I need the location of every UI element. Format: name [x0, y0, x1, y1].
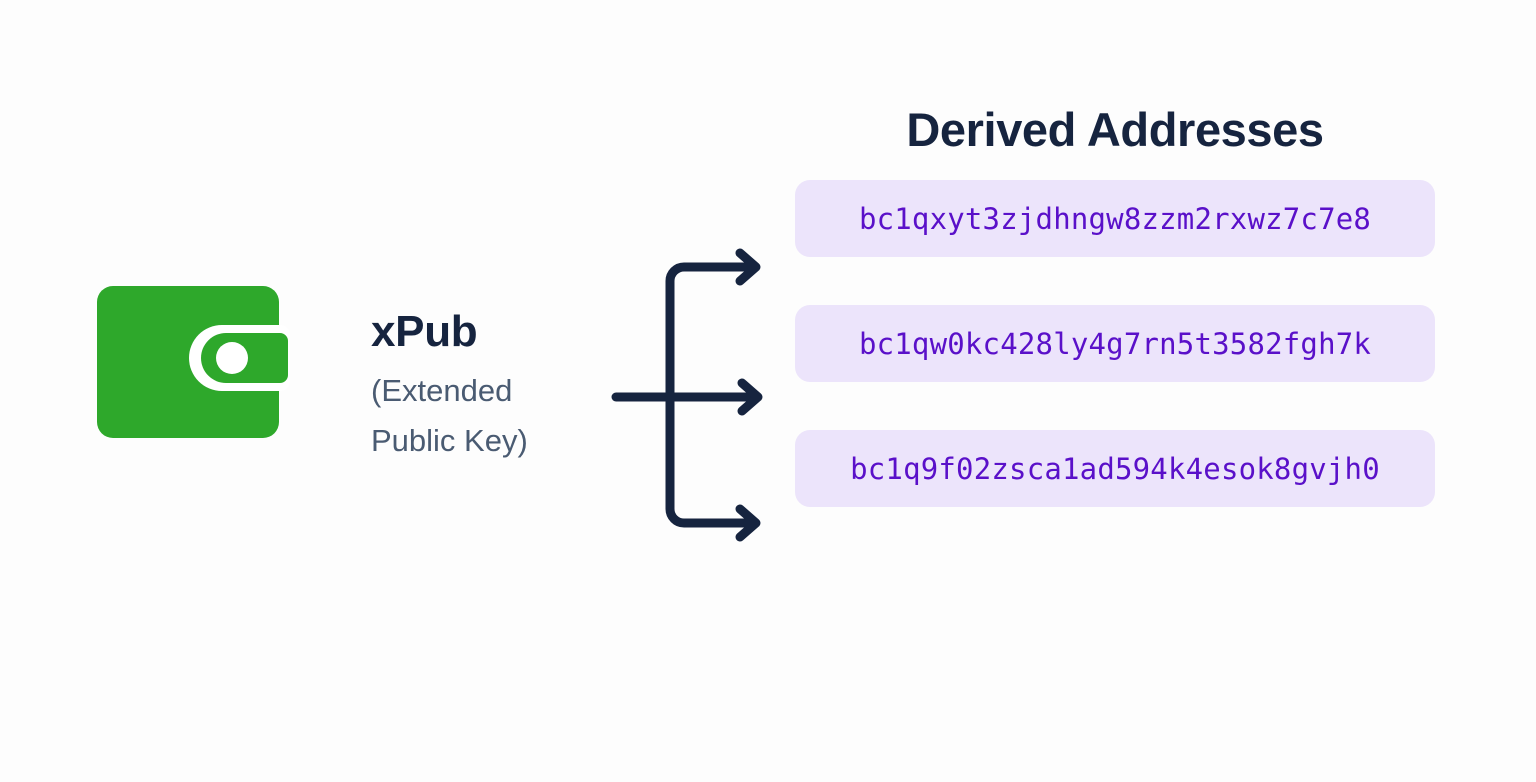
xpub-subtitle: (Extended Public Key) — [371, 373, 528, 458]
wallet-icon — [90, 278, 300, 448]
list-item[interactable]: bc1q9f02zsca1ad594k4esok8gvjh0 — [795, 430, 1435, 507]
address-value: bc1qw0kc428ly4g7rn5t3582fgh7k — [858, 326, 1372, 361]
xpub-label-block: xPub (Extended Public Key) — [371, 304, 606, 466]
address-value: bc1q9f02zsca1ad594k4esok8gvjh0 — [850, 451, 1380, 486]
address-value: bc1qxyt3zjdhngw8zzm2rxwz7c7e8 — [858, 201, 1372, 236]
address-list: bc1qxyt3zjdhngw8zzm2rxwz7c7e8 bc1qw0kc42… — [795, 180, 1435, 507]
list-item[interactable]: bc1qw0kc428ly4g7rn5t3582fgh7k — [795, 305, 1435, 382]
xpub-title: xPub — [371, 307, 478, 356]
branching-arrows-icon — [600, 240, 780, 550]
list-item[interactable]: bc1qxyt3zjdhngw8zzm2rxwz7c7e8 — [795, 180, 1435, 257]
page-title: Derived Addresses — [906, 103, 1324, 156]
derived-addresses-panel: Derived Addresses bc1qxyt3zjdhngw8zzm2rx… — [795, 100, 1435, 507]
